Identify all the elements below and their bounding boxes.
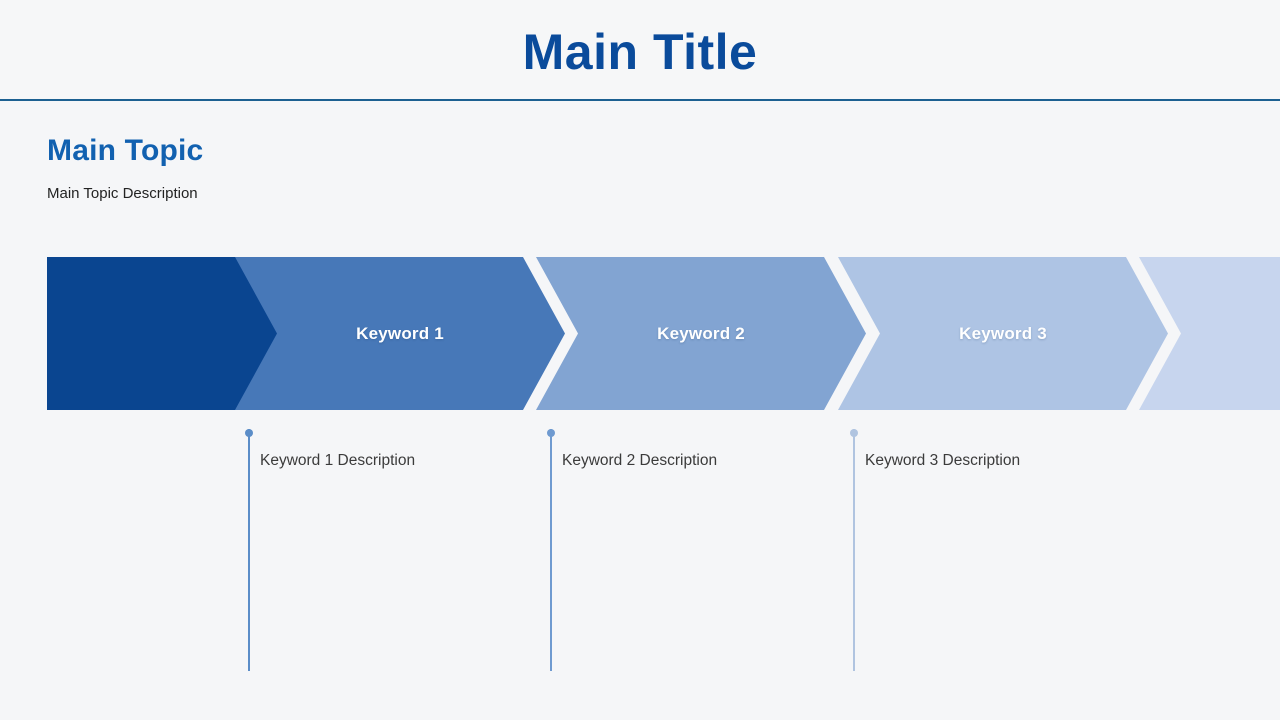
process-step-4[interactable]: Keyword 3 xyxy=(838,257,1168,410)
connector-dot-icon-3 xyxy=(850,429,858,437)
process-step-2-label: Keyword 1 xyxy=(356,323,444,343)
connector-dot-icon-1 xyxy=(245,429,253,437)
topic-description: Main Topic Description xyxy=(47,185,198,202)
connector-line-2 xyxy=(547,429,555,671)
connector-dot-icon-2 xyxy=(547,429,555,437)
keyword-1-description: Keyword 1 Description xyxy=(260,452,416,469)
topic-heading: Main Topic xyxy=(47,134,204,167)
connector-line-3 xyxy=(850,429,858,671)
process-chevron-band: Keyword 1 Keyword 2 Keyword 3 xyxy=(0,257,1280,410)
slide-header: Main Title xyxy=(0,0,1280,101)
process-step-3[interactable]: Keyword 2 xyxy=(536,257,866,410)
process-step-3-label: Keyword 2 xyxy=(657,323,745,343)
page-title: Main Title xyxy=(522,24,758,80)
process-step-4-label: Keyword 3 xyxy=(959,323,1047,343)
connector-line-1 xyxy=(245,429,253,671)
keyword-3-description: Keyword 3 Description xyxy=(865,452,1021,469)
keyword-2-description: Keyword 2 Description xyxy=(562,452,718,469)
process-step-2[interactable]: Keyword 1 xyxy=(235,257,565,410)
